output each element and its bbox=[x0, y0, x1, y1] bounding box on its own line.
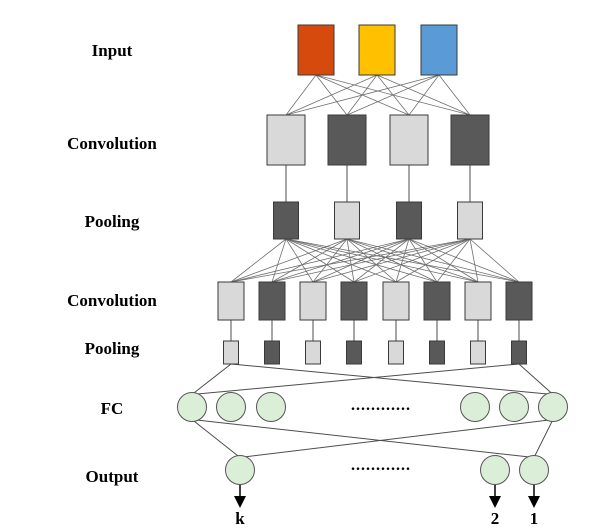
conv2-map-4 bbox=[382, 281, 410, 321]
link-input-2-conv1-2 bbox=[408, 74, 440, 116]
link-pool1-3-conv2-3 bbox=[353, 238, 471, 283]
output-node-2 bbox=[519, 455, 549, 485]
conv2-map-6 bbox=[464, 281, 492, 321]
link-pool2-last-fc-first bbox=[191, 363, 520, 395]
link-pool1-0-conv2-2 bbox=[285, 238, 314, 283]
fc-node-0 bbox=[177, 392, 207, 422]
pool2-map-5 bbox=[429, 340, 445, 365]
link-pool2-last-fc-last bbox=[518, 363, 554, 395]
link-pool1-3-conv2-0 bbox=[230, 238, 471, 283]
pool1-map-3 bbox=[457, 201, 483, 240]
conv2-map-1 bbox=[258, 281, 286, 321]
link-pool1-3-conv2-6 bbox=[469, 238, 479, 283]
link-pool1-2-conv2-2 bbox=[312, 238, 410, 283]
link-pool1-2-conv2-4 bbox=[395, 238, 410, 283]
link-pool1-3-conv2-4 bbox=[395, 238, 471, 283]
pool1-map-0 bbox=[273, 201, 299, 240]
link-pool1-0-conv2-1 bbox=[271, 238, 287, 283]
conv1-map-2 bbox=[389, 114, 429, 166]
link-pool1-3-conv2-7 bbox=[469, 238, 520, 283]
fc-node-5 bbox=[538, 392, 568, 422]
link-pool2-first-fc-last bbox=[230, 363, 554, 395]
fc-node-1 bbox=[216, 392, 246, 422]
link-fc-first-out-k bbox=[191, 419, 241, 458]
output-node-1 bbox=[480, 455, 510, 485]
link-pool1-1-conv2-2 bbox=[312, 238, 348, 283]
label-convolution-1: Convolution bbox=[67, 134, 157, 153]
link-pool1-2-conv2-5 bbox=[408, 238, 438, 283]
link-input-2-conv1-1 bbox=[346, 74, 440, 116]
conv2-map-2 bbox=[299, 281, 327, 321]
link-fc-last-out-k bbox=[239, 419, 554, 458]
conv2-map-0 bbox=[217, 281, 245, 321]
pool2-map-2 bbox=[305, 340, 321, 365]
label-pooling-1: Pooling bbox=[85, 212, 140, 231]
output-label-1: 1 bbox=[530, 509, 539, 528]
fc-node-4 bbox=[499, 392, 529, 422]
input-box-blue bbox=[420, 24, 458, 76]
link-pool1-0-conv2-0 bbox=[230, 238, 287, 283]
link-pool1-3-conv2-2 bbox=[312, 238, 471, 283]
connections-layer bbox=[191, 74, 554, 458]
shapes-layer bbox=[177, 24, 568, 485]
fc-ellipsis: ............ bbox=[351, 397, 411, 414]
link-pool1-2-conv2-0 bbox=[230, 238, 410, 283]
input-box-red bbox=[297, 24, 335, 76]
label-fc: FC bbox=[101, 399, 124, 418]
link-input-2-conv1-0 bbox=[285, 74, 440, 116]
output-node-0 bbox=[225, 455, 255, 485]
conv2-map-5 bbox=[423, 281, 451, 321]
link-pool1-1-conv2-0 bbox=[230, 238, 348, 283]
pool2-map-3 bbox=[346, 340, 362, 365]
output-label-k: k bbox=[235, 509, 245, 528]
fc-node-3 bbox=[460, 392, 490, 422]
link-input-0-conv1-0 bbox=[285, 74, 317, 116]
pool1-map-2 bbox=[396, 201, 422, 240]
link-pool1-2-conv2-6 bbox=[408, 238, 479, 283]
conv2-map-3 bbox=[340, 281, 368, 321]
link-pool1-3-conv2-1 bbox=[271, 238, 471, 283]
pool2-map-7 bbox=[511, 340, 527, 365]
link-pool1-2-conv2-1 bbox=[271, 238, 410, 283]
conv1-map-1 bbox=[327, 114, 367, 166]
link-input-1-conv1-0 bbox=[285, 74, 378, 116]
output-ellipsis: ............ bbox=[351, 457, 411, 474]
link-input-2-conv1-3 bbox=[438, 74, 471, 116]
pool2-map-6 bbox=[470, 340, 486, 365]
label-pooling-2: Pooling bbox=[85, 339, 140, 358]
pool2-map-4 bbox=[388, 340, 404, 365]
fc-node-2 bbox=[256, 392, 286, 422]
link-pool1-3-conv2-5 bbox=[436, 238, 471, 283]
link-pool1-1-conv2-1 bbox=[271, 238, 348, 283]
link-pool1-2-conv2-3 bbox=[353, 238, 410, 283]
pool2-map-1 bbox=[264, 340, 280, 365]
link-pool1-2-conv2-7 bbox=[408, 238, 520, 283]
conv1-map-3 bbox=[450, 114, 490, 166]
conv1-map-0 bbox=[266, 114, 306, 166]
label-convolution-2: Convolution bbox=[67, 291, 157, 310]
link-pool2-first-fc-first bbox=[191, 363, 232, 395]
output-label-2: 2 bbox=[491, 509, 500, 528]
pool1-map-1 bbox=[334, 201, 360, 240]
pool2-map-0 bbox=[223, 340, 239, 365]
label-output: Output bbox=[86, 467, 139, 486]
input-box-yellow bbox=[358, 24, 396, 76]
link-fc-first-out-1 bbox=[191, 419, 535, 458]
link-fc-last-out-1 bbox=[533, 419, 554, 458]
label-input: Input bbox=[92, 41, 133, 60]
conv2-map-7 bbox=[505, 281, 533, 321]
